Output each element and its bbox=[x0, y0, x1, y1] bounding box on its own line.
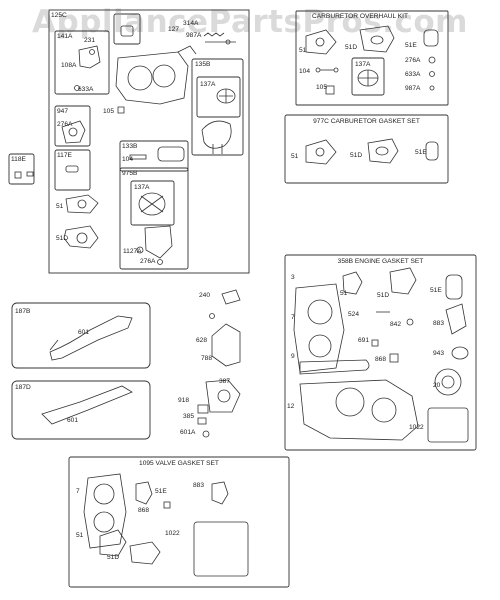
box-141a bbox=[54, 30, 110, 95]
part-label-117e[interactable]: 117E bbox=[57, 152, 72, 159]
box-carb-overhaul bbox=[295, 10, 449, 106]
part-label-ok-51d[interactable]: 51D bbox=[345, 44, 358, 51]
box-135b bbox=[191, 58, 244, 156]
part-label-105[interactable]: 105 bbox=[103, 108, 115, 115]
part-label-vg-51e[interactable]: 51E bbox=[155, 488, 167, 495]
part-label-eg-7[interactable]: 7 bbox=[291, 314, 295, 321]
box-137a-inner bbox=[130, 180, 175, 226]
box-133b bbox=[119, 140, 189, 172]
part-label-ok-987a[interactable]: 987A bbox=[405, 85, 421, 92]
part-label-51d[interactable]: 51D bbox=[56, 235, 69, 242]
kit-title-carburetor-overhaul: CARBURETOR OVERHAUL KIT bbox=[312, 13, 408, 20]
part-label-628[interactable]: 628 bbox=[196, 337, 208, 344]
box-187b bbox=[11, 302, 151, 369]
part-label-ok-104[interactable]: 104 bbox=[299, 68, 311, 75]
part-label-127[interactable]: 127 bbox=[168, 26, 180, 33]
part-label-ok-51[interactable]: 51 bbox=[299, 47, 307, 54]
part-label-1127a[interactable]: 1127A bbox=[123, 248, 142, 255]
box-125c bbox=[48, 9, 250, 274]
part-label-276a-b[interactable]: 276A bbox=[140, 258, 156, 265]
part-label-ok-276a[interactable]: 276A bbox=[405, 57, 421, 64]
part-label-ok-137a[interactable]: 137A bbox=[355, 61, 371, 68]
part-label-eg-9[interactable]: 9 bbox=[291, 353, 295, 360]
part-label-eg-3[interactable]: 3 bbox=[291, 274, 295, 281]
part-label-eg-691[interactable]: 691 bbox=[358, 337, 370, 344]
part-label-633a[interactable]: 633A bbox=[78, 86, 94, 93]
box-947 bbox=[54, 105, 91, 147]
part-label-vg-1022[interactable]: 1022 bbox=[165, 530, 180, 537]
part-label-vg-883[interactable]: 883 bbox=[193, 482, 205, 489]
part-label-137a[interactable]: 137A bbox=[134, 184, 150, 191]
part-label-eg-51[interactable]: 51 bbox=[340, 290, 348, 297]
part-label-eg-842[interactable]: 842 bbox=[390, 321, 402, 328]
part-label-947[interactable]: 947 bbox=[57, 108, 69, 115]
box-117e bbox=[54, 149, 91, 191]
part-label-ok-633a[interactable]: 633A bbox=[405, 71, 421, 78]
part-label-ok-105[interactable]: 105 bbox=[316, 84, 328, 91]
part-label-eg-943[interactable]: 943 bbox=[433, 350, 445, 357]
kit-title-engine-gasket: 358B ENGINE GASKET SET bbox=[337, 258, 424, 265]
part-label-187d[interactable]: 187D bbox=[15, 384, 31, 391]
part-label-118e[interactable]: 118E bbox=[11, 156, 26, 163]
box-118e bbox=[8, 153, 35, 185]
box-carb-gasket bbox=[284, 114, 449, 184]
part-label-137a-top[interactable]: 137A bbox=[200, 81, 216, 88]
box-975b bbox=[119, 167, 189, 270]
part-label-eg-20[interactable]: 20 bbox=[433, 382, 441, 389]
part-label-108a[interactable]: 108A bbox=[61, 62, 77, 69]
part-label-135b[interactable]: 135B bbox=[195, 61, 211, 68]
part-label-601a[interactable]: 601A bbox=[180, 429, 196, 436]
part-label-601-b[interactable]: 601 bbox=[67, 417, 79, 424]
part-label-vg-51d[interactable]: 51D bbox=[107, 554, 120, 561]
part-label-vg-7[interactable]: 7 bbox=[76, 488, 80, 495]
part-label-vg-868[interactable]: 868 bbox=[138, 507, 150, 514]
part-label-ok-51e[interactable]: 51E bbox=[405, 42, 417, 49]
part-label-133b[interactable]: 133B bbox=[122, 143, 138, 150]
kit-title-valve-gasket: 1095 VALVE GASKET SET bbox=[139, 460, 219, 467]
box-valve-gasket bbox=[68, 456, 290, 588]
part-label-104[interactable]: 104 bbox=[122, 156, 134, 163]
part-label-276a[interactable]: 276A bbox=[57, 121, 73, 128]
part-label-385[interactable]: 385 bbox=[183, 413, 195, 420]
part-label-125c[interactable]: 125C bbox=[51, 12, 67, 19]
box-137a-top bbox=[196, 76, 241, 118]
part-label-601[interactable]: 601 bbox=[78, 329, 90, 336]
part-label-eg-883[interactable]: 883 bbox=[433, 320, 445, 327]
part-label-788[interactable]: 788 bbox=[201, 355, 213, 362]
part-label-987a[interactable]: 987A bbox=[186, 32, 202, 39]
part-label-cg-51e[interactable]: 51E bbox=[415, 149, 427, 156]
part-label-314a[interactable]: 314A bbox=[183, 20, 199, 27]
box-187d bbox=[11, 380, 151, 440]
part-label-eg-51e[interactable]: 51E bbox=[430, 287, 442, 294]
part-label-187b[interactable]: 187B bbox=[15, 308, 31, 315]
part-label-918[interactable]: 918 bbox=[178, 397, 190, 404]
part-label-eg-1022[interactable]: 1022 bbox=[409, 424, 424, 431]
part-label-cg-51d[interactable]: 51D bbox=[350, 152, 363, 159]
part-label-eg-12[interactable]: 12 bbox=[287, 403, 295, 410]
kit-title-carburetor-gasket: 977C CARBURETOR GASKET SET bbox=[313, 118, 420, 125]
part-label-vg-51[interactable]: 51 bbox=[76, 532, 84, 539]
part-label-eg-51d[interactable]: 51D bbox=[377, 292, 390, 299]
part-label-141a[interactable]: 141A bbox=[57, 33, 73, 40]
part-label-240[interactable]: 240 bbox=[199, 292, 211, 299]
part-label-eg-524[interactable]: 524 bbox=[348, 311, 360, 318]
box-127 bbox=[113, 13, 141, 45]
part-label-eg-868[interactable]: 868 bbox=[375, 356, 387, 363]
box-engine-gasket bbox=[284, 254, 477, 451]
part-label-51[interactable]: 51 bbox=[56, 203, 64, 210]
part-label-975b[interactable]: 975B bbox=[122, 170, 138, 177]
part-label-cg-51[interactable]: 51 bbox=[291, 153, 299, 160]
box-ok137a bbox=[351, 57, 385, 96]
part-label-231[interactable]: 231 bbox=[84, 37, 96, 44]
part-label-387[interactable]: 387 bbox=[219, 378, 231, 385]
